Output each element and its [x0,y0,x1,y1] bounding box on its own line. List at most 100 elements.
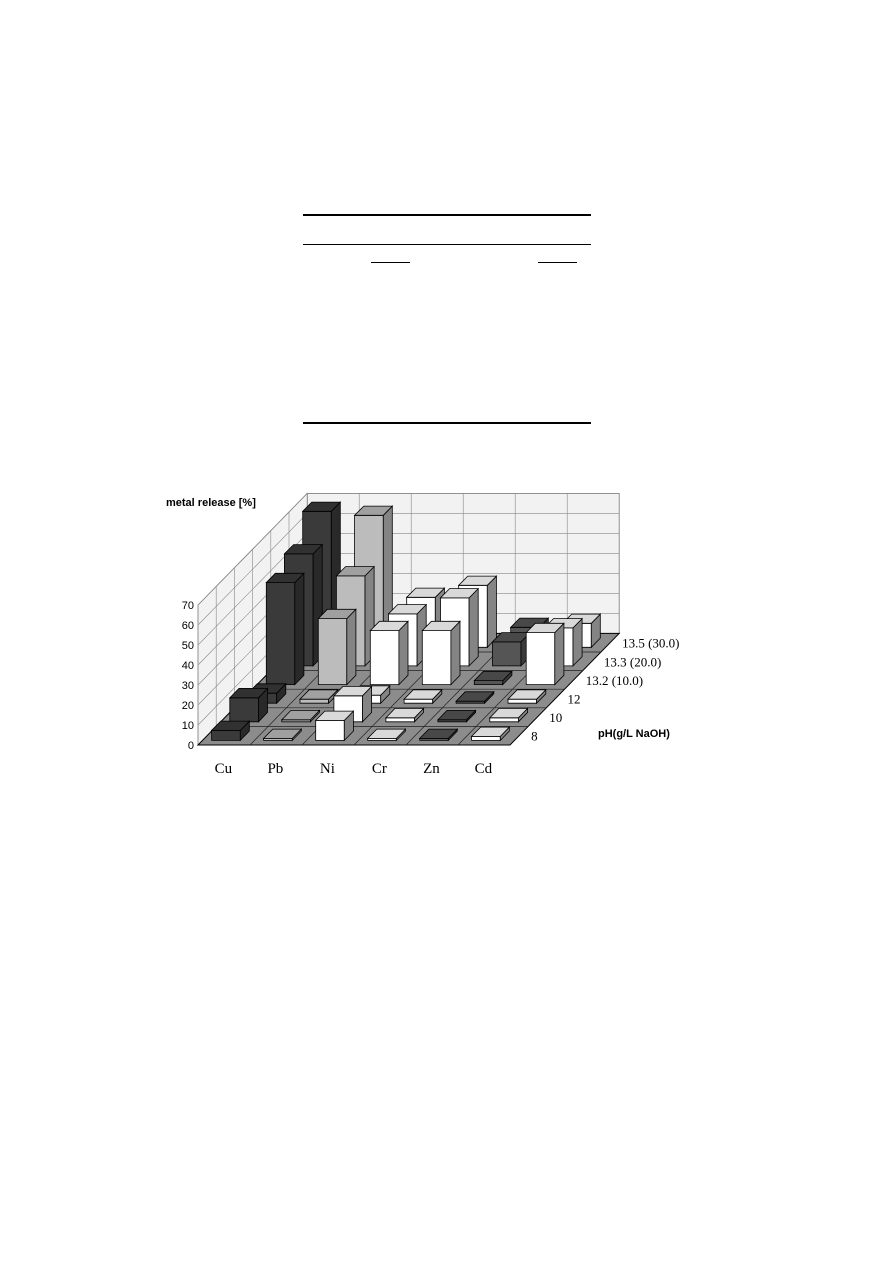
bar-pb-ph-13.2 [317,608,357,686]
bar-top-face [301,501,342,512]
bar-cr-ph-13.2 [421,620,461,686]
y-axis-title: metal release [%] [166,497,256,509]
bar-top-face [436,709,477,721]
bar-cr-ph-10 [384,707,425,723]
bar-top-face [421,620,461,632]
y-tick-label: 60 [182,620,194,632]
bar-front-face [211,729,241,741]
bar-top-face [335,566,376,577]
bar-side-face [468,587,479,667]
category-label: Zn [423,761,440,777]
bar-zn-ph-8 [418,728,459,742]
table-subheader-rule-right [538,262,577,263]
bar-zn-ph-12 [455,690,495,705]
bar-top-face [369,620,409,632]
bar-pb-ph-10 [280,709,321,723]
bar-front-face [229,697,259,723]
bar-side-face [486,575,497,649]
bar-zn-ph-13.3 [491,631,532,667]
bar-top-face [384,707,425,719]
bar-side-face [398,620,409,686]
category-label: Cr [372,761,387,777]
table-bottom-rule [303,422,591,424]
bar-top-face [265,572,305,583]
bar-top-face [353,505,394,516]
category-label: Ni [320,761,335,777]
bar-top-face [314,710,355,721]
table-subheader-rule-left [371,262,410,263]
table-top-rule [303,214,591,216]
bar-top-face [405,587,446,598]
bar-top-face [418,728,459,739]
bar-cd-ph-8 [470,726,511,742]
bar-cd-ph-10 [488,707,529,723]
bar-front-face [489,717,519,723]
bar-front-face [265,582,296,686]
y-tick-label: 50 [182,640,194,652]
bar-top-face [262,728,303,739]
bar-cr-ph-12 [403,688,443,705]
category-label: Cd [475,761,493,777]
bar-front-face [473,680,504,686]
bar-side-face [346,608,357,686]
bar-front-face [421,630,452,686]
bar-top-face [473,670,513,682]
category-label: Cu [215,761,233,777]
bar-cr-ph-8 [366,728,407,742]
bar-front-face [492,641,522,667]
bar-zn-ph-13.2 [473,670,513,686]
table-header-rule [303,244,591,245]
y-tick-label: 0 [188,740,194,752]
y-tick-label: 40 [182,660,194,672]
series-label: 12 [568,692,581,707]
bar-front-face [471,735,501,741]
series-label: 8 [531,729,538,744]
bar-ni-ph-8 [314,710,355,742]
bar-top-face [299,689,339,700]
bar-side-face [450,620,461,686]
bar-pb-ph-8 [262,728,303,742]
bar-top-face [470,726,511,737]
bar-pb-ph-12 [299,688,339,705]
chart-bars [210,501,602,742]
series-label: 13.2 (10.0) [586,673,643,688]
series-label: 13.5 (30.0) [622,636,679,651]
series-label: 13.3 (20.0) [604,654,661,669]
bar-front-face [385,717,415,723]
bar-top-face [210,720,251,731]
bar-top-face [488,707,529,719]
bar-top-face [439,588,480,599]
bar-top-face [525,622,565,634]
category-label: Pb [267,761,283,777]
depth-axis-title: pH(g/L NaOH) [598,728,670,740]
bar-ni-ph-13.2 [369,620,409,686]
y-tick-label: 30 [182,680,194,692]
bar-side-face [294,572,305,686]
bar-cu-ph-8 [210,720,251,742]
bar-front-face [299,698,330,704]
bar-front-face [525,632,556,686]
bar-side-face [554,622,565,686]
bar-top-face [283,544,324,555]
bar-top-face [457,575,498,586]
bar-top-face [403,689,443,700]
bar-cu-ph-13.2 [265,572,305,686]
bar-top-face [317,608,357,620]
series-label: 10 [549,710,562,725]
bar-cu-ph-10 [228,687,269,723]
y-tick-label: 70 [182,600,194,612]
y-tick-label: 20 [182,700,194,712]
bar-front-face [403,698,434,704]
bar-zn-ph-10 [436,709,477,723]
bar-cd-ph-13.2 [525,622,565,686]
gridline [197,493,620,606]
bar-top-face [455,691,495,702]
bar-top-face [280,709,321,721]
bar-top-face [507,689,547,700]
bar-front-face [317,618,348,686]
bar-front-face [315,719,345,741]
bar-front-face [507,698,538,704]
bar-top-face [366,728,407,739]
